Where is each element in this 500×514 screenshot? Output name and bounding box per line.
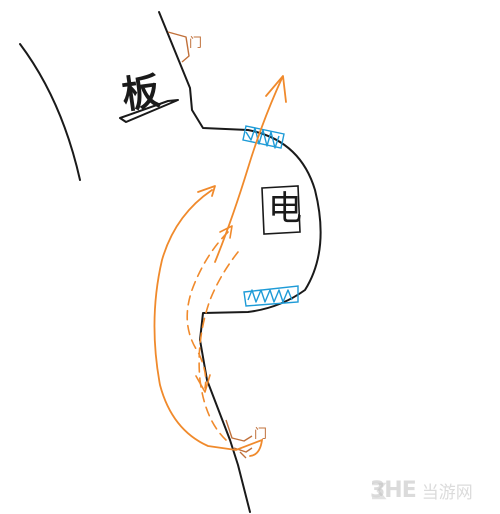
spring-upper: [242, 125, 285, 149]
door-top-marker: [167, 31, 190, 63]
route-dashed-inner: [198, 251, 239, 441]
electric-label: 电: [268, 189, 302, 229]
route-dashed-arrowhead: [195, 374, 211, 393]
electric-box: [261, 185, 301, 235]
route-solid-start-tick: [197, 185, 216, 197]
route-dashed-top-tick: [219, 225, 233, 239]
left-wall: [19, 43, 81, 181]
watermark-logo-icon: [372, 482, 387, 500]
board-plate: [119, 99, 179, 123]
watermark: 3HE 当游网: [370, 476, 473, 504]
door-bottom-label: 门: [254, 427, 268, 442]
route-up-arrowhead: [265, 75, 287, 103]
watermark-logo: 3HE: [370, 477, 417, 503]
corridor-outline: [158, 11, 322, 513]
door-top-label: 门: [189, 36, 203, 51]
route-solid: [153, 189, 264, 457]
spring-lower: [243, 285, 299, 307]
watermark-site: 当游网: [421, 482, 473, 503]
route-dashed: [186, 231, 229, 389]
board-label: 板: [119, 68, 163, 118]
